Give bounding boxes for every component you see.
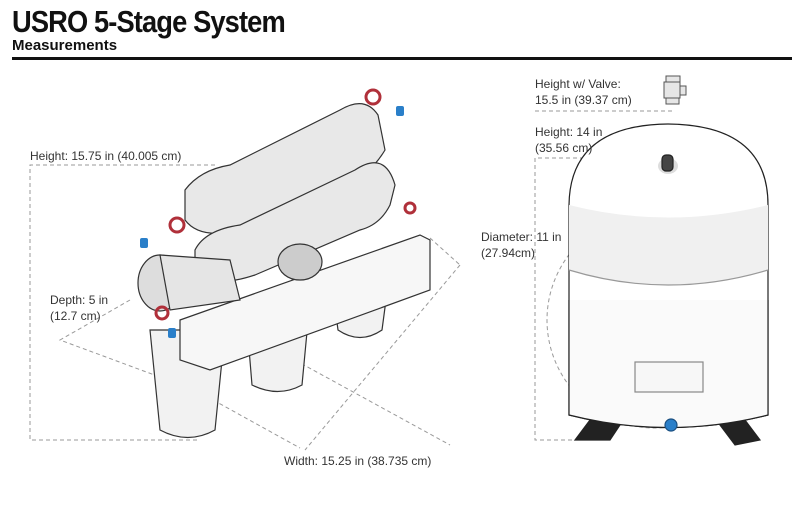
tank-height-metric: (35.56 cm) bbox=[535, 141, 593, 155]
blue-fittings bbox=[140, 106, 404, 338]
tank-diameter-label: Diameter: 11 in bbox=[481, 230, 562, 244]
tank-valve-height-value: 15.5 in (39.37 cm) bbox=[535, 93, 632, 107]
red-fittings bbox=[154, 88, 417, 321]
filter-depth-label: Depth: 5 in bbox=[50, 293, 109, 307]
tank-height-label: Height: 14 in bbox=[535, 125, 603, 139]
filter-width-label: Width: 15.25 in (38.735 cm) bbox=[284, 454, 432, 468]
page-title: USRO 5-Stage System bbox=[12, 4, 286, 39]
mounting-bracket bbox=[179, 234, 431, 371]
page-subtitle: Measurements bbox=[12, 37, 118, 54]
tank-valve-height-label: Height w/ Valve: bbox=[535, 77, 621, 91]
header-divider bbox=[12, 57, 792, 60]
filter-depth-metric: (12.7 cm) bbox=[50, 309, 101, 323]
pressure-tank bbox=[568, 123, 769, 446]
filter-height-label: Height: 15.75 in (40.005 cm) bbox=[30, 149, 182, 163]
filter-housings bbox=[137, 103, 396, 312]
valve-icon bbox=[663, 75, 687, 105]
filter-dimension-lines bbox=[29, 164, 461, 451]
tank-diameter-metric: (27.94cm) bbox=[481, 246, 536, 260]
